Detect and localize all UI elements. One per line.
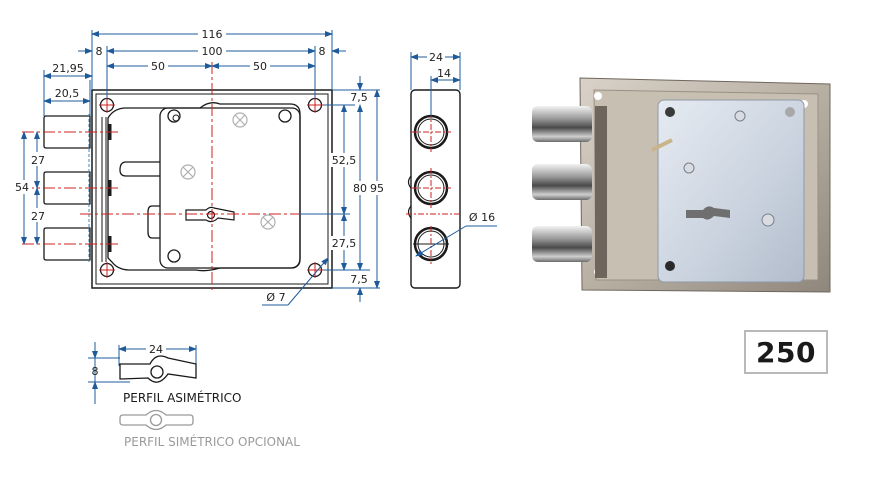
dim-bolt-span: 54 <box>15 181 29 194</box>
dim-side-bolt-offset: 14 <box>437 67 451 80</box>
dim-key-to-lower: 27,5 <box>332 237 357 250</box>
dim-hole-spacing-h: 100 <box>202 45 223 58</box>
dim-hole-diameter: Ø 7 <box>266 291 285 304</box>
asymmetric-profile-label: PERFIL ASIMÉTRICO <box>123 390 241 405</box>
dim-side-depth: 24 <box>429 51 443 64</box>
dim-left-margin: 8 <box>96 45 103 58</box>
dim-overall-height: 95 <box>370 182 384 195</box>
dim-half-right: 50 <box>253 60 267 73</box>
product-photo <box>532 77 831 293</box>
dim-top-margin: 7,5 <box>350 91 368 104</box>
dim-key-length: 24 <box>149 343 163 356</box>
side-view: 24 14 Ø 16 <box>406 50 497 289</box>
dim-bolt-projection-outer: 21,95 <box>52 62 84 75</box>
dim-key-height: 8 <box>92 365 99 378</box>
symmetric-key-icon <box>119 409 194 431</box>
key-profile: 24 8 PERFIL ASIMÉTRICO PERFIL SIMÉTRICO … <box>88 342 300 449</box>
dim-upper-to-key: 52,5 <box>332 154 357 167</box>
dim-half-left: 50 <box>151 60 165 73</box>
dim-hole-spacing-v: 80 <box>353 182 367 195</box>
model-number-badge: 250 <box>744 330 828 374</box>
symmetric-profile-label: PERFIL SIMÉTRICO OPCIONAL <box>124 434 300 449</box>
screw-icon <box>180 112 276 230</box>
dim-overall-width: 116 <box>202 28 223 41</box>
dim-bolt-pitch-top: 27 <box>31 154 45 167</box>
front-view: 116 100 8 8 50 50 21,95 20,5 54 27 27 7,… <box>12 27 387 306</box>
dim-bottom-margin: 7,5 <box>350 273 368 286</box>
dim-bolt-projection-inner: 20,5 <box>55 87 80 100</box>
dim-bolt-diameter: Ø 16 <box>469 211 495 224</box>
asymmetric-key-icon <box>119 355 197 383</box>
dim-right-margin: 8 <box>319 45 326 58</box>
model-number: 250 <box>756 335 816 369</box>
dim-bolt-pitch-bottom: 27 <box>31 210 45 223</box>
